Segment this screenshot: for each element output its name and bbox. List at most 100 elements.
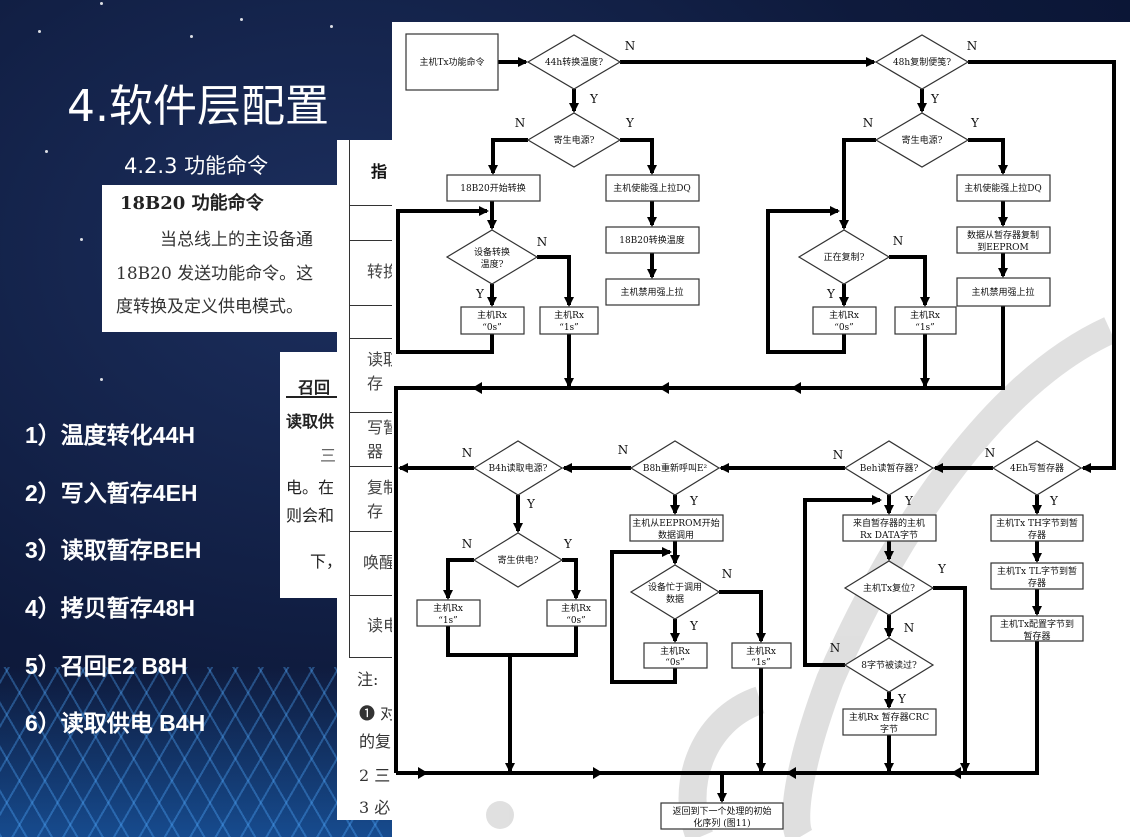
- node-copy: 到EEPROM: [977, 241, 1029, 253]
- table-note: ❶ 对: [359, 704, 397, 723]
- node-rx-0s: “0s”: [834, 322, 854, 333]
- table-note: 注:: [357, 670, 379, 689]
- table-cell: 写暂 器: [367, 418, 397, 461]
- node-rx-1s: 主机Rx: [433, 602, 463, 614]
- node-crc: 主机Rx 暂存器CRC: [849, 711, 929, 723]
- decision-8bytes: 8字节被读过?: [861, 659, 917, 671]
- no-label: N: [833, 448, 844, 462]
- table-cell: 转换: [367, 262, 397, 281]
- star: [80, 238, 83, 241]
- no-label: N: [515, 116, 526, 130]
- node-return: 化序列 (图11): [693, 817, 750, 829]
- excerpt-line: 电。在: [286, 478, 335, 497]
- command-list-item: 1）温度转化44H: [25, 422, 195, 448]
- command-table-excerpt: 指 转换 读取 存 写暂 器 复制 存 唤醒 读电 注: ❶ 对 的复 2 三 …: [337, 140, 397, 820]
- slide-title: 4.软件层配置: [67, 81, 329, 132]
- node-rx-0s: 主机Rx: [477, 309, 507, 321]
- no-label: N: [462, 446, 473, 460]
- no-label: N: [462, 537, 473, 551]
- node-rx-1s: 主机Rx: [746, 645, 776, 657]
- node-rx-1s: “1s”: [559, 322, 579, 333]
- node-recall: 主机从EEPROM开始: [632, 517, 720, 529]
- node-crc: 字节: [880, 723, 898, 735]
- no-label: N: [985, 446, 996, 460]
- node-strong-pullup: 主机使能强上拉DQ: [613, 182, 691, 194]
- yes-label: Y: [589, 92, 599, 106]
- decision-b4h: B4h读取电源?: [489, 462, 548, 474]
- yes-label: Y: [689, 619, 699, 633]
- node-config: 主机Tx配置字节到: [1000, 618, 1074, 630]
- yes-label: Y: [930, 92, 940, 106]
- table-cell: 读电: [367, 616, 397, 635]
- node-disable-pullup: 主机禁用强上拉: [620, 286, 683, 298]
- excerpt-heading: 召回: [298, 378, 331, 397]
- node-rx-0s: 主机Rx: [829, 309, 859, 321]
- star: [330, 25, 333, 28]
- node-rx-1s: “1s”: [915, 322, 935, 333]
- decision-beh: Beh读暂存器?: [860, 462, 919, 474]
- star: [38, 30, 41, 33]
- no-label: N: [967, 39, 978, 53]
- yes-label: Y: [826, 287, 836, 301]
- node-rx-0s: 主机Rx: [660, 645, 690, 657]
- node-read-data: Rx DATA字节: [860, 529, 918, 541]
- decision-44h: 44h转换温度?: [545, 56, 603, 68]
- excerpt-line: 度转换及定义供电模式。: [116, 297, 303, 317]
- excerpt-line: 下，: [310, 552, 343, 571]
- node-recall: 数据调用: [658, 529, 694, 541]
- flowchart-connectors: [394, 57, 1116, 803]
- node-read-data: 来自暂存器的主机: [853, 517, 925, 529]
- yes-label: Y: [904, 494, 914, 508]
- decision-reset: 主机Tx复位?: [863, 582, 915, 594]
- flowchart-shapes: [405, 33, 1084, 830]
- decision-converting: 设备转换: [474, 246, 510, 258]
- node-rx-1s: 主机Rx: [554, 309, 584, 321]
- command-list-item: 3）读取暂存BEH: [25, 537, 202, 563]
- star: [100, 378, 103, 381]
- star: [45, 150, 48, 153]
- command-list-item: 5）召回E2 B8H: [25, 653, 188, 679]
- node-config: 暂存器: [1023, 630, 1050, 642]
- decision-converting: 温度?: [481, 258, 504, 270]
- no-label: N: [863, 116, 874, 130]
- bus-arrowheads: [418, 382, 961, 779]
- no-label: N: [830, 641, 841, 655]
- command-list-item: 4）拷贝暂存48H: [25, 595, 195, 621]
- node-disable-pullup: 主机禁用强上拉: [971, 286, 1034, 298]
- decision-parasite: 寄生电源?: [902, 134, 943, 146]
- yes-label: Y: [625, 116, 635, 130]
- decision-busy: 数据: [666, 593, 684, 605]
- section-subtitle: 4.2.3 功能命令: [124, 154, 269, 178]
- table-note: 2 三: [359, 766, 391, 785]
- branch-labels: N N Y Y N Y N Y N Y N Y N N N N Y Y Y Y …: [462, 39, 1059, 706]
- excerpt-bold: 读取供: [286, 412, 335, 431]
- no-label: N: [618, 443, 629, 457]
- node-convert-temp: 18B20转换温度: [619, 234, 685, 246]
- yes-label: Y: [897, 692, 907, 706]
- star: [190, 35, 193, 38]
- excerpt-line: 18B20 发送功能命令。这: [116, 264, 314, 284]
- yes-label: Y: [689, 494, 699, 508]
- table-note: 的复: [359, 732, 392, 751]
- decision-48h: 48h复制便笺?: [893, 56, 951, 68]
- node-start-conversion: 18B20开始转换: [460, 182, 526, 194]
- node-return: 返回到下一个处理的初始: [672, 805, 771, 817]
- node-tl: 存器: [1028, 577, 1046, 589]
- yes-label: Y: [475, 287, 485, 301]
- yes-label: Y: [526, 497, 536, 511]
- node-rx-0s: “0s”: [482, 322, 502, 333]
- table-cell: 指: [371, 162, 388, 181]
- decision-parasite: 寄生电源?: [554, 134, 595, 146]
- decision-b8h: B8h重新呼叫E²: [643, 462, 708, 474]
- no-label: N: [904, 621, 915, 635]
- node-th: 存器: [1028, 529, 1046, 541]
- node-rx-0s: “0s”: [566, 615, 586, 626]
- node-rx-1s: “1s”: [438, 615, 458, 626]
- yes-label: Y: [937, 562, 947, 576]
- node-copy: 数据从暂存器复制: [967, 229, 1039, 241]
- table-cell: 复制 存: [367, 478, 397, 521]
- no-label: N: [537, 235, 548, 249]
- table-cell: 唤醒: [363, 553, 396, 572]
- node-rx-0s: 主机Rx: [561, 602, 591, 614]
